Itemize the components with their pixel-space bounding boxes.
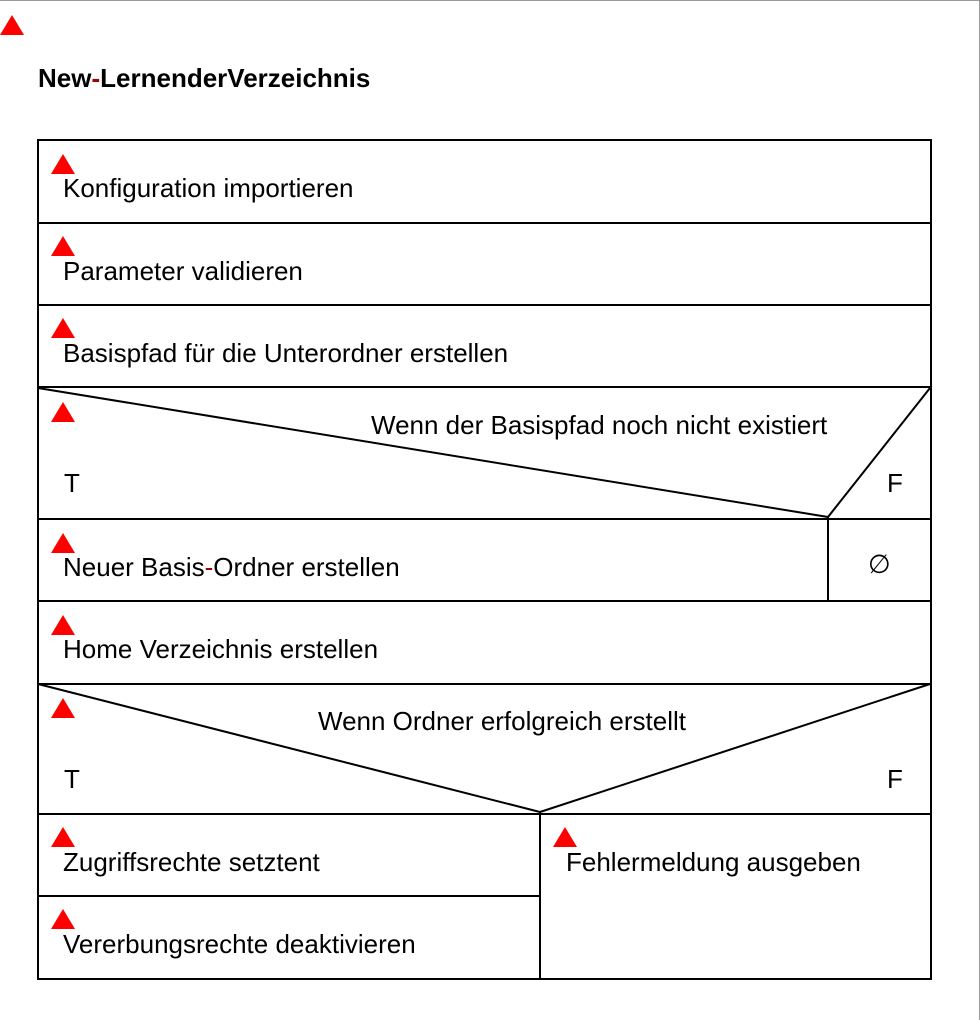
row-divider xyxy=(38,304,931,306)
step-marker-icon xyxy=(51,154,75,174)
row-divider xyxy=(38,222,931,224)
decision2-condition: Wenn Ordner erfolgreich erstellt xyxy=(318,706,687,736)
true-step-part1: Neuer Basis xyxy=(63,552,205,582)
row-divider xyxy=(38,600,931,602)
diagram-title: New-LernenderVerzeichnis xyxy=(38,63,370,94)
decision1-true-label: T xyxy=(64,468,80,498)
title-part2: LernenderVerzeichnis xyxy=(100,63,371,93)
step-marker-icon xyxy=(51,318,75,338)
empty-branch-symbol: ∅ xyxy=(868,549,891,579)
branch-divider xyxy=(827,517,829,601)
decision-marker-icon xyxy=(51,698,75,718)
row-divider xyxy=(38,895,540,897)
title-separator: - xyxy=(91,63,101,93)
decision2-true-step: Vererbungsrechte deaktivieren xyxy=(63,929,416,959)
true-step-part2: Ordner erstellen xyxy=(213,552,400,582)
decision1-condition: Wenn der Basispfad noch nicht existiert xyxy=(371,410,828,440)
step-label: Parameter validieren xyxy=(63,256,303,286)
step-label: Home Verzeichnis erstellen xyxy=(63,634,379,664)
step-marker-icon xyxy=(51,827,75,847)
step-label: Basispfad für die Unterordner erstellen xyxy=(63,338,509,368)
step-marker-icon xyxy=(51,236,75,256)
step-marker-icon xyxy=(51,533,75,553)
row-divider xyxy=(38,813,931,815)
title-part1: New xyxy=(38,63,92,93)
decision2-true-step: Zugriffsrechte setztent xyxy=(63,847,320,877)
branch-divider xyxy=(539,812,541,979)
decision1-false-label: F xyxy=(887,468,903,498)
row-divider xyxy=(38,386,931,388)
decision2-false-step: Fehlermeldung ausgeben xyxy=(566,847,861,877)
step-marker-icon xyxy=(51,615,75,635)
decision-marker-icon xyxy=(51,402,75,422)
row-divider xyxy=(38,518,931,520)
step-marker-icon xyxy=(51,909,75,929)
step-marker-icon xyxy=(553,827,577,847)
decision2-true-label: T xyxy=(64,764,80,794)
decision1-true-step: Neuer Basis-Ordner erstellen xyxy=(63,554,400,580)
step-label: Konfiguration importieren xyxy=(63,173,354,203)
page-marker-icon xyxy=(0,15,24,35)
decision2-false-label: F xyxy=(887,764,903,794)
row-divider xyxy=(38,683,931,685)
true-step-separator: - xyxy=(204,552,214,582)
diagram-frame xyxy=(37,139,932,980)
